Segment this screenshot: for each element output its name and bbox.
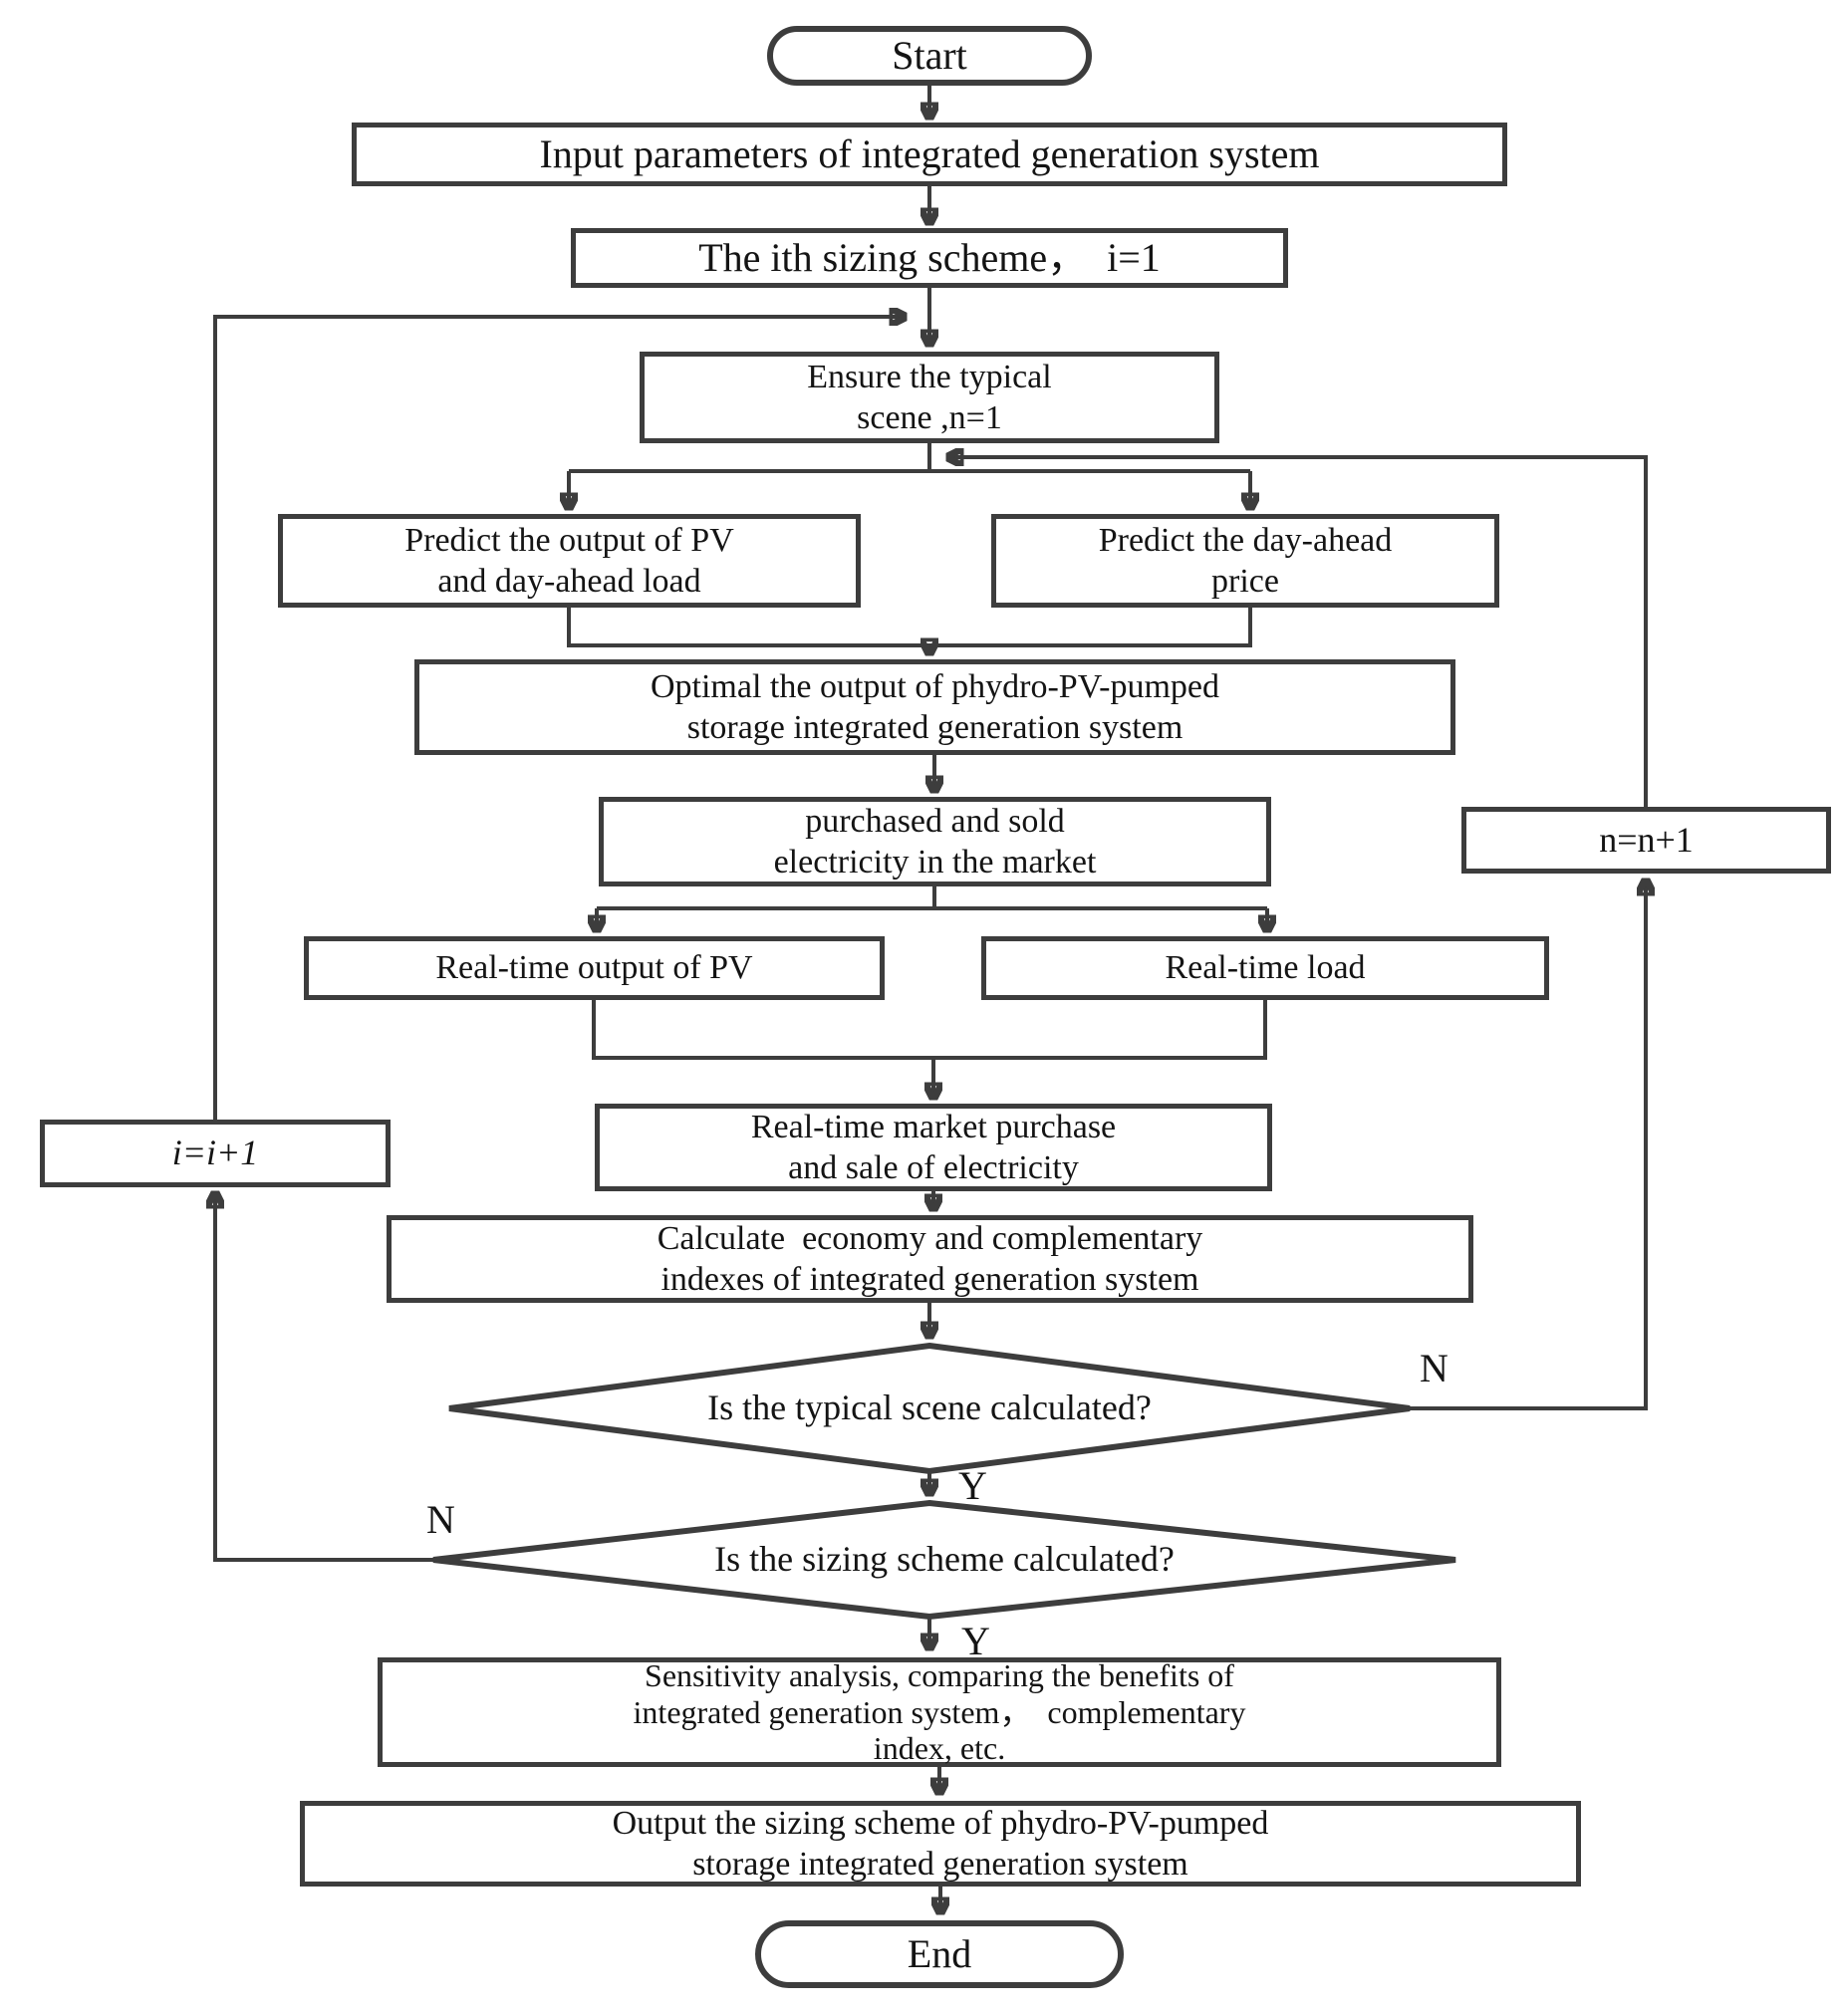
input-parameters-box: Input parameters of integrated generatio… (352, 123, 1507, 186)
purchased-electricity-box: purchased and sold electricity in the ma… (599, 797, 1271, 886)
calculate-indexes-box: Calculate economy and complementary inde… (387, 1215, 1473, 1303)
sizing-scheme-box: The ith sizing scheme， i=1 (571, 228, 1288, 288)
i-increment-box: i=i+1 (40, 1120, 391, 1187)
output-scheme-box: Output the sizing scheme of phydro-PV-pu… (300, 1801, 1581, 1887)
edge-decision1-no (1410, 881, 1646, 1410)
typical-scene-decision-label: Is the typical scene calculated? (707, 1387, 1152, 1427)
predict-pv-load-box: Predict the output of PV and day-ahead l… (278, 514, 861, 608)
sensitivity-analysis-box: Sensitivity analysis, comparing the bene… (378, 1657, 1501, 1767)
sizing-scheme-decision-shape (432, 1499, 1456, 1621)
n-increment-box: n=n+1 (1461, 807, 1831, 874)
edge-rt-merge (592, 1000, 1267, 1060)
start-terminal: Start (767, 26, 1092, 86)
sizing-scheme-decision-label: Is the sizing scheme calculated? (714, 1539, 1175, 1579)
predict-price-box: Predict the day-ahead price (991, 514, 1499, 608)
realtime-load-box: Real-time load (981, 936, 1549, 1000)
typical-scene-decision-shape (448, 1342, 1411, 1475)
realtime-market-box: Real-time market purchase and sale of el… (595, 1104, 1272, 1191)
edge-i-loop-return (213, 317, 905, 1120)
label-n-sizing: N (426, 1497, 455, 1542)
typical-scene-box: Ensure the typical scene ,n=1 (640, 352, 1219, 443)
label-y-sizing: Y (961, 1619, 990, 1663)
label-n-typical: N (1420, 1346, 1448, 1390)
edge-predict-merge (567, 608, 1252, 647)
optimal-output-box: Optimal the output of phydro-PV-pumped s… (414, 659, 1455, 755)
edge-decision2-no (215, 1193, 433, 1562)
label-y-typical: Y (958, 1463, 987, 1508)
realtime-pv-box: Real-time output of PV (304, 936, 885, 1000)
end-terminal: End (755, 1920, 1124, 1988)
edge-n-loop-return (948, 457, 1648, 807)
